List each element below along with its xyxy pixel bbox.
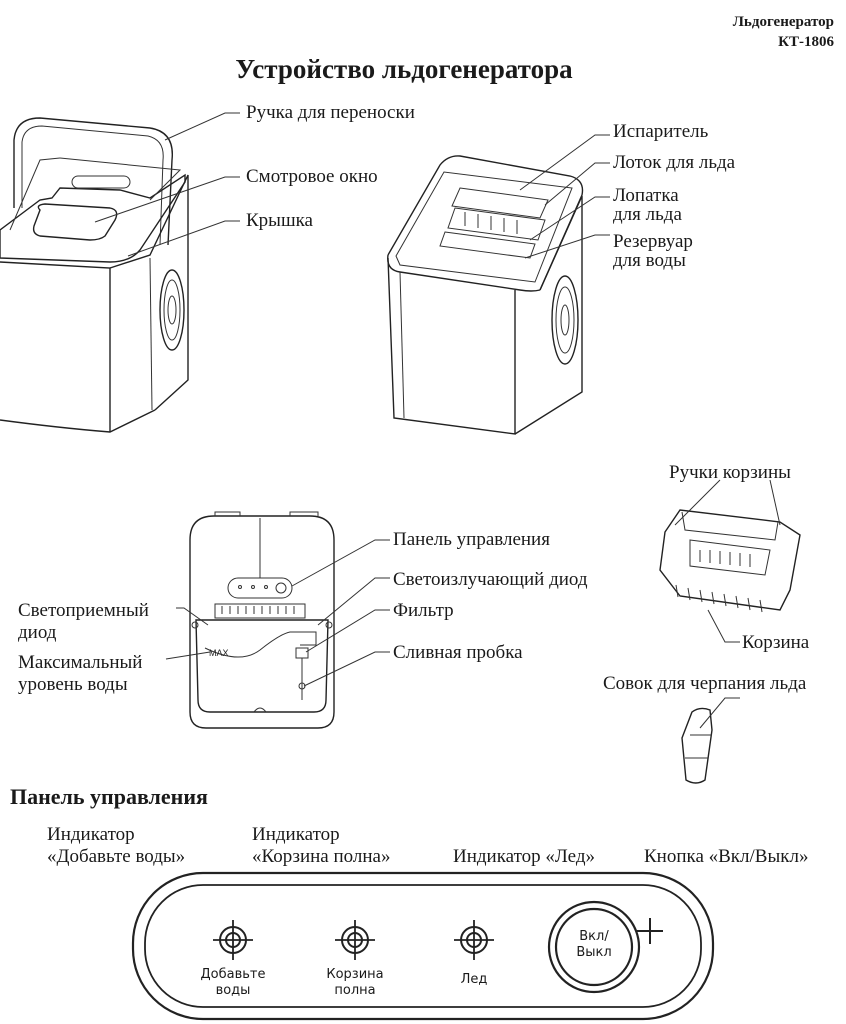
ice-basket-drawing [659,509,801,613]
callout-ice-scoop: Совок для черпания льда [603,673,807,694]
top-view-control-panel [227,577,293,599]
fan-grille [159,269,185,351]
callout-light-receiver: Светоприемный диод [18,600,149,643]
indicator-add-water-label: Добавьте воды [200,967,266,998]
callout-water-reservoir: Резервуар для воды [613,231,693,271]
power-button[interactable]: Вкл/ Выкл [576,929,612,960]
callout-filter: Фильтр [393,600,454,621]
ice-maker-open-drawing [387,155,584,435]
viewing-window-shape [32,203,118,241]
label-power-button: Кнопка «Вкл/Выкл» [644,846,809,867]
callout-control-panel: Панель управления [393,529,550,550]
callout-ice-shovel: Лопатка для льда [613,185,682,225]
model-number: КТ-1806 [778,34,834,50]
document-header: Льдогенератор КТ-1806 [733,12,834,52]
label-ice-indicator: Индикатор «Лед» [453,846,596,867]
label-add-water-indicator: Индикатор «Добавьте воды» [47,824,186,867]
max-water-mark: MAX [209,648,229,658]
callout-ice-tray: Лоток для льда [613,152,736,173]
indicator-basket-full-label: Корзина полна [326,967,384,998]
ice-scoop-drawing [681,707,713,784]
callout-basket: Корзина [742,632,810,653]
label-basket-full-indicator: Индикатор «Корзина полна» [252,824,391,867]
control-panel-section-title: Панель управления [10,784,208,809]
ice-maker-closed-drawing [0,117,189,433]
product-name: Льдогенератор [732,14,834,30]
callout-max-water-level: Максимальный уровень воды [18,652,143,695]
page-title: Устройство льдогенератора [235,54,573,84]
callout-evaporator: Испаритель [613,121,709,142]
indicator-ice-label: Лед [460,972,488,987]
callout-basket-handles: Ручки корзины [669,462,791,483]
callout-lid: Крышка [246,210,313,231]
callout-viewing-window: Смотровое окно [246,166,378,187]
callout-drain-plug: Сливная пробка [393,642,523,663]
callout-carry-handle: Ручка для переноски [246,102,415,123]
top-control-panel-shape [71,175,131,189]
ice-maker-top-view-drawing [189,511,335,729]
callout-led-emitter: Светоизлучающий диод [393,569,588,590]
